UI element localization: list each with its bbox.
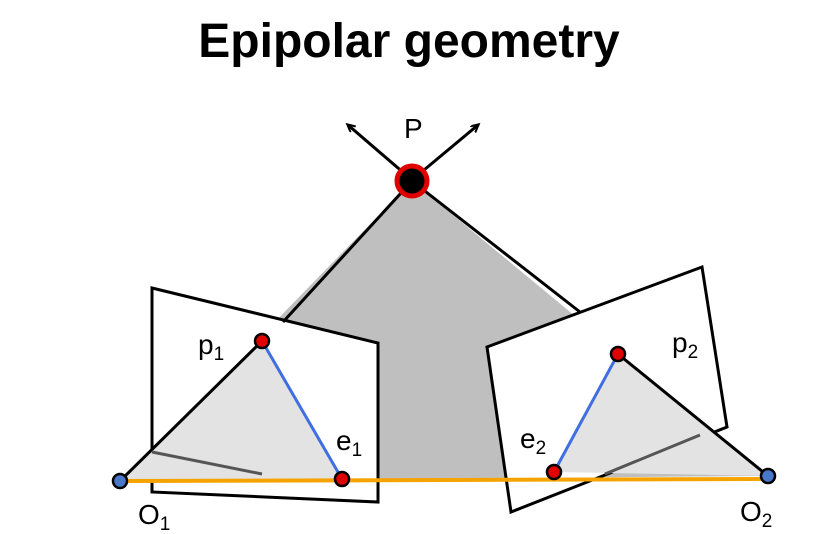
camera-center-o2-marker bbox=[759, 467, 777, 485]
ray-line-right-upper bbox=[411, 179, 581, 314]
label-e1-base: e bbox=[336, 425, 352, 456]
point-p1-marker bbox=[253, 332, 271, 350]
camera-center-o1-marker bbox=[111, 472, 129, 490]
label-e1-sub: 1 bbox=[352, 440, 363, 461]
label-o2-base: O bbox=[740, 496, 762, 527]
label-p1: p1 bbox=[198, 329, 224, 365]
label-e1: e1 bbox=[336, 425, 362, 461]
label-o1-base: O bbox=[138, 499, 160, 530]
point-p2-marker bbox=[609, 345, 627, 363]
label-p2-sub: 2 bbox=[688, 342, 699, 363]
ray-line-left-lower bbox=[118, 339, 264, 483]
left-projected-triangle bbox=[120, 341, 342, 481]
plane-intersection-right bbox=[604, 433, 701, 476]
label-point-p: P bbox=[404, 113, 423, 144]
label-e2-sub: 2 bbox=[536, 438, 547, 459]
label-p2-base: p bbox=[672, 327, 688, 358]
point-p-marker bbox=[394, 163, 430, 199]
label-p1-base: p bbox=[198, 329, 214, 360]
epipole-e2-marker bbox=[545, 463, 563, 481]
label-e2-base: e bbox=[520, 423, 536, 454]
ray-line-left-upper bbox=[281, 179, 414, 324]
label-o2-sub: 2 bbox=[762, 511, 773, 532]
label-o1: O1 bbox=[138, 499, 170, 534]
label-p1-sub: 1 bbox=[214, 344, 225, 365]
label-o1-sub: 1 bbox=[160, 514, 171, 534]
epipole-e1-marker bbox=[333, 470, 351, 488]
baseline bbox=[119, 477, 769, 483]
label-o2: O2 bbox=[740, 496, 772, 532]
right-projected-triangle bbox=[554, 354, 768, 476]
label-p2: p2 bbox=[672, 327, 698, 363]
page-title: Epipolar geometry bbox=[198, 15, 620, 68]
epipolar-line-right bbox=[552, 353, 620, 473]
plane-intersection-left bbox=[151, 450, 263, 476]
ray-line-right-lower bbox=[617, 352, 769, 478]
epipolar-line-left bbox=[260, 340, 344, 480]
label-e2: e2 bbox=[520, 423, 546, 459]
